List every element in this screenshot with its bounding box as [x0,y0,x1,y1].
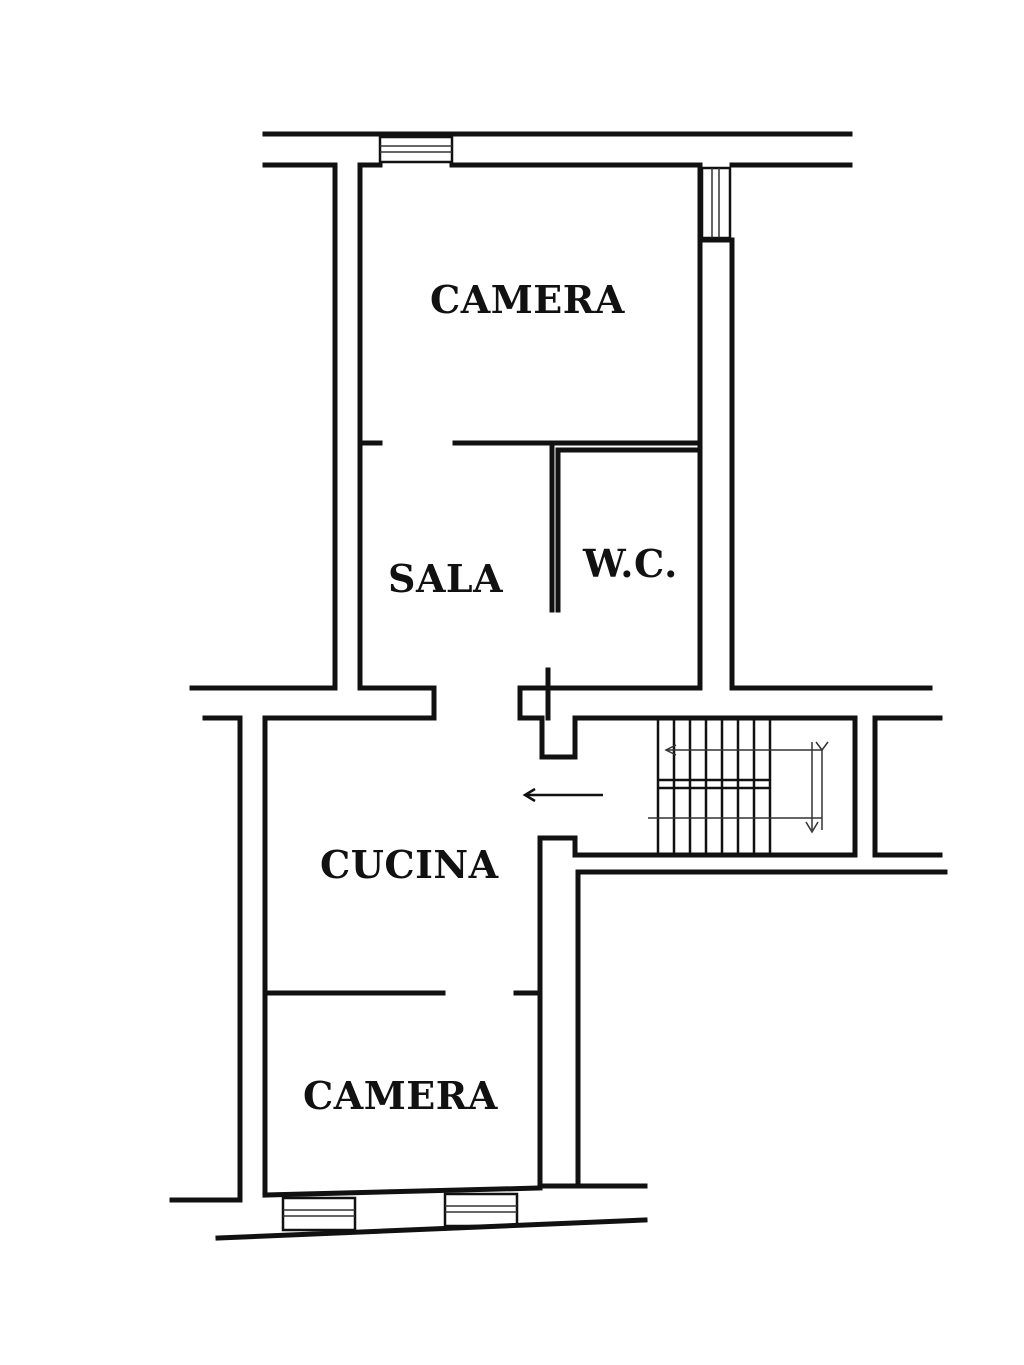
bottom-window-right [443,1192,519,1228]
lower-outer-walls [169,715,648,1203]
entrance-arrow [522,787,603,803]
room-label-camera-top: CAMERA [430,277,625,322]
upper-right-walls [697,162,933,691]
room-label-camera-bottom: CAMERA [303,1073,498,1118]
neighbor-block [575,715,948,1189]
bottom-window-left [281,1196,357,1232]
room-label-wc: W.C. [582,541,678,586]
entrance-walls [357,667,703,760]
room-label-sala: SALA [388,556,503,601]
stairwell [572,715,858,858]
room-label-cucina: CUCINA [320,842,499,887]
shaft-window [700,166,732,240]
sala-wc-partition [549,444,703,613]
top-outer-wall [189,131,853,691]
bottom-wall [215,1185,648,1241]
top-window [378,135,454,164]
